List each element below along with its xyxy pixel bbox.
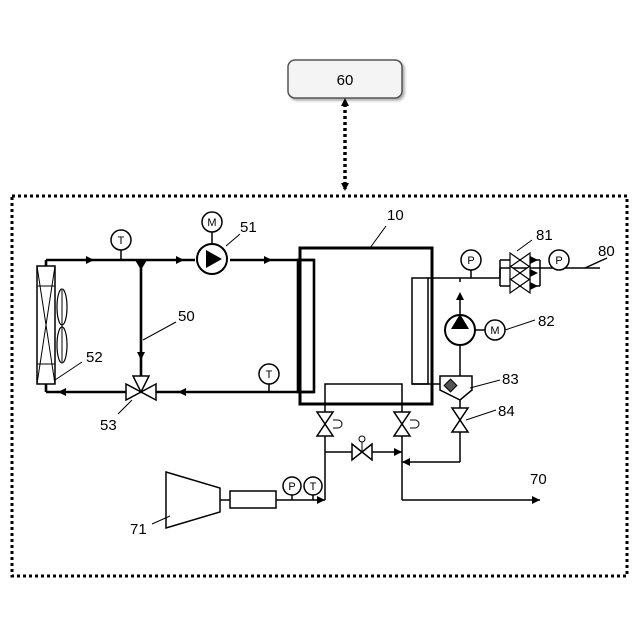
injector-3 [510, 279, 530, 293]
drain-valve [452, 408, 468, 432]
svg-text:M: M [207, 217, 216, 229]
radiator-fan-icon [57, 289, 67, 363]
pressure-sensor-anode: P [461, 250, 481, 270]
gas-liquid-separator [440, 376, 472, 400]
svg-text:P: P [555, 255, 562, 267]
label-fuel-cell: 10 [387, 207, 404, 224]
temperature-sensor-air: T [304, 477, 322, 500]
radiator [37, 266, 67, 384]
label-bypass: 50 [178, 308, 195, 325]
controller-60: 60 [288, 60, 402, 98]
svg-text:T: T [266, 369, 273, 381]
temperature-sensor-top: T [111, 230, 131, 260]
hydrogen-pump: M [445, 314, 505, 345]
label-pump: 51 [240, 219, 257, 236]
air-circuit [220, 384, 540, 504]
pressure-sensor-air: P [283, 477, 301, 500]
intercooler [230, 491, 276, 508]
cathode-inlet-valve [317, 412, 342, 436]
cathode-outlet-valve [394, 412, 419, 436]
three-way-valve [126, 376, 156, 400]
label-drain-valve: 84 [498, 403, 515, 420]
injector-bank [500, 253, 540, 293]
label-hydrogen-supply: 80 [598, 243, 615, 260]
temperature-sensor-bottom: T [259, 364, 279, 392]
coolant-pump: M [197, 212, 227, 274]
svg-text:T: T [310, 481, 317, 493]
pressure-sensor-supply: P [549, 250, 569, 270]
svg-text:P: P [288, 481, 295, 493]
controller-label: 60 [337, 72, 354, 89]
air-compressor [166, 472, 220, 528]
label-injectors: 81 [536, 227, 553, 244]
system-boundary [12, 196, 627, 576]
label-radiator: 52 [86, 349, 103, 366]
label-exhaust: 70 [530, 471, 547, 488]
label-gas-liquid-separator: 83 [502, 371, 519, 388]
label-hydrogen-pump: 82 [538, 313, 555, 330]
label-three-way-valve: 53 [100, 417, 117, 434]
label-compressor: 71 [130, 521, 147, 538]
injector-1 [510, 253, 530, 267]
svg-text:T: T [118, 235, 125, 247]
svg-text:P: P [467, 255, 474, 267]
svg-text:M: M [490, 325, 499, 337]
cathode-bypass-valve [352, 436, 372, 460]
